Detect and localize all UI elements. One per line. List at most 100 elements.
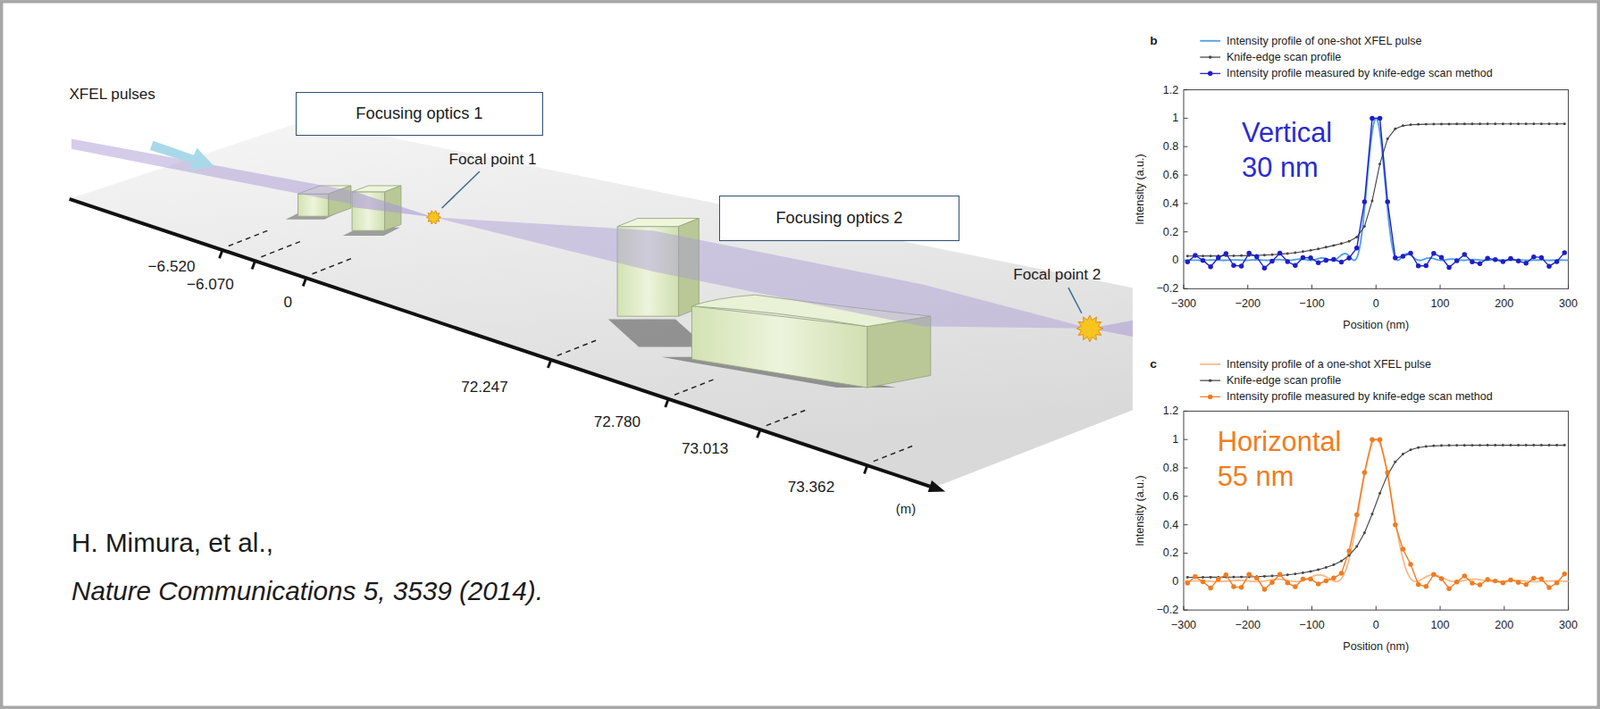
scan-point: [1463, 122, 1466, 126]
measured-point: [1262, 266, 1267, 271]
scan-point: [1440, 444, 1443, 448]
measured-point: [1192, 574, 1198, 579]
measured-point: [1507, 578, 1513, 583]
scan-point: [1424, 123, 1428, 126]
measured-point: [1484, 577, 1490, 582]
axis-tick: [1183, 439, 1189, 441]
scan-point: [1432, 444, 1435, 448]
scan-point: [1239, 254, 1243, 258]
projection-dash: [260, 242, 300, 258]
axis-tick: [1375, 284, 1377, 290]
scan-point: [1563, 122, 1567, 126]
measured-point: [1307, 577, 1313, 582]
chart-label: −0.2: [1156, 603, 1179, 617]
scan-point: [1548, 122, 1551, 126]
chart-label: 0.8: [1163, 461, 1179, 475]
axis-tick: [1440, 606, 1441, 612]
plot-frame: [1183, 90, 1569, 290]
legend-sample: [1199, 40, 1221, 42]
measured-point: [1492, 578, 1498, 584]
chart-label: b: [1149, 33, 1157, 49]
axis-tick: [1183, 552, 1189, 554]
scan-point: [1416, 446, 1420, 450]
measured-point: [1546, 585, 1551, 590]
measured-point: [1223, 572, 1229, 578]
legend-sample-dot: [1208, 55, 1212, 59]
measured-point: [1531, 576, 1536, 581]
measured-point: [1239, 585, 1244, 590]
figure-label: −6.070: [186, 276, 235, 294]
figure-label: 73.362: [787, 478, 835, 497]
measured-point: [1231, 263, 1236, 269]
measured-point: [1315, 581, 1321, 587]
figure-label: 0: [284, 293, 294, 312]
axis-tick: [1183, 410, 1189, 412]
legend-text: Intensity profile of one-shot XFEL pulse: [1226, 33, 1423, 47]
scan-point: [1548, 443, 1551, 447]
measured-point: [1292, 263, 1298, 269]
measured-point: [1300, 577, 1306, 582]
measured-point: [1424, 263, 1429, 269]
legend-text: Intensity profile measured by knife-edge…: [1226, 390, 1493, 403]
measured-point: [1400, 253, 1406, 259]
scan-point: [1363, 531, 1366, 535]
measured-point: [1400, 546, 1406, 552]
measured-point: [1323, 578, 1329, 584]
chart-label: 200: [1494, 297, 1514, 310]
optics-label-box: Focusing optics 1: [295, 92, 543, 136]
axis-tick: [1503, 284, 1505, 290]
scan-point: [1239, 576, 1243, 579]
measured-point: [1269, 259, 1274, 264]
axis-tick: [757, 429, 761, 438]
scan-point: [1555, 443, 1559, 447]
scan-point: [1509, 122, 1513, 126]
leader-line: [1068, 287, 1082, 314]
measured-point: [1377, 436, 1383, 442]
chart-label: Horizontal 55 nm: [1217, 424, 1366, 495]
axis-arrowhead: [928, 480, 947, 493]
scan-point: [1524, 443, 1528, 447]
axis-tick: [1183, 524, 1189, 526]
scan-point: [1331, 243, 1335, 247]
plot-frame: [1183, 410, 1569, 611]
scan-point: [1493, 443, 1497, 447]
scan-point: [1301, 571, 1305, 575]
figure-label: −6.520: [148, 258, 196, 277]
measured-point: [1354, 512, 1359, 518]
profile-chart: [1183, 41, 1569, 290]
axis-tick: [1247, 606, 1249, 612]
pulse-arrow: [150, 141, 215, 171]
axis-tick: [1183, 202, 1189, 204]
chart-label: −300: [1171, 297, 1197, 310]
scan-point: [1293, 572, 1297, 576]
measured-point: [1339, 570, 1344, 576]
measured-point: [1516, 259, 1521, 264]
measured-point: [1377, 116, 1383, 121]
xfel-beam: [351, 191, 434, 218]
scan-point: [1470, 443, 1474, 447]
measured-point: [1215, 255, 1221, 260]
scan-point: [1532, 122, 1535, 126]
legend-sample-dot: [1207, 71, 1213, 76]
scan-point: [1271, 253, 1274, 257]
chart-label: 0.2: [1163, 546, 1179, 560]
measured-point: [1254, 576, 1259, 581]
figure-label: Nature Communications 5, 3539 (2014).: [71, 576, 544, 607]
axis-tick: [1182, 284, 1184, 290]
measured-point: [1362, 469, 1367, 475]
measured-point: [1200, 579, 1206, 585]
measured-point: [1562, 250, 1567, 255]
chart-label: 0: [1172, 253, 1179, 267]
measured-point: [1523, 260, 1528, 266]
axis-tick: [1183, 146, 1189, 148]
chart-label: 100: [1431, 297, 1450, 310]
axis-tick: [1183, 117, 1189, 119]
measured-point: [1207, 586, 1213, 591]
node-text: Focusing optics 1: [355, 103, 483, 124]
scan-point: [1509, 443, 1513, 447]
axis-tick: [665, 399, 669, 408]
scan-point: [1478, 122, 1482, 126]
legend-text: Knife-edge scan profile: [1226, 50, 1341, 64]
scan-point: [1209, 576, 1213, 579]
chart-label: −0.2: [1156, 282, 1179, 295]
